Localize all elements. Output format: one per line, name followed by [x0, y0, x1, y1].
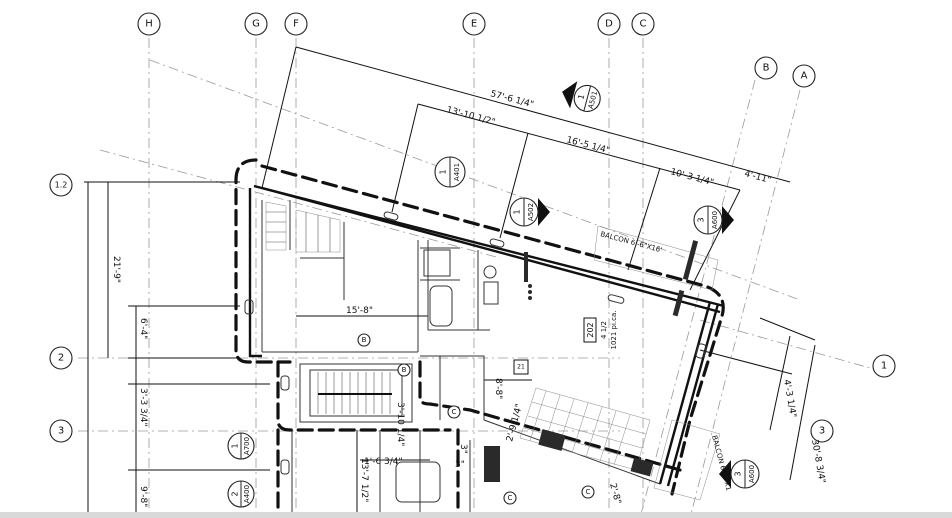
grid-bubble-a: A — [792, 64, 816, 88]
room-tag-c2: C — [503, 491, 517, 505]
svg-text:3: 3 — [734, 471, 743, 476]
grid-bubble-3-right: 3 — [810, 419, 834, 443]
grid-bubble-3: 3 — [49, 419, 73, 443]
svg-text:3: 3 — [819, 426, 825, 437]
grid-bubble-h: H — [137, 12, 161, 36]
section-callout-a502: 1 A502 — [509, 197, 550, 227]
grid-bubble-1-2: 1.2 — [49, 173, 73, 197]
dim-left-b: 3'-3 3/4" — [138, 388, 148, 427]
dim-left-c: 9'-8" — [138, 486, 148, 507]
grid-bubble-e: E — [462, 12, 486, 36]
grid-bubble-c: C — [631, 12, 655, 36]
svg-text:A: A — [801, 71, 808, 82]
svg-text:1: 1 — [881, 361, 887, 372]
grid-bubble-g: G — [244, 12, 268, 36]
dim-corridor-a: 13'-7 1/2" — [359, 458, 369, 502]
svg-text:1: 1 — [439, 169, 448, 174]
svg-text:C: C — [640, 19, 647, 30]
svg-text:A502: A502 — [527, 203, 535, 221]
wardrobe-hatching — [265, 201, 341, 253]
dim-corridor-d: 3" — [455, 460, 465, 470]
room-tag-c: C — [447, 405, 461, 419]
section-callout-a501: 1 A501 — [562, 81, 601, 112]
dim-overall-top: 57'-6 1/4" — [489, 89, 534, 110]
dim-corridor-c: 3" — [458, 444, 468, 454]
walls — [248, 184, 725, 518]
svg-text:2: 2 — [231, 491, 240, 496]
svg-text:G: G — [252, 19, 260, 30]
dim-top-b: 16'-5 1/4" — [565, 135, 610, 156]
grid-bubble-f: F — [284, 12, 308, 36]
grid-bubble-2: 2 — [49, 346, 73, 370]
unit-area: 1021 pi.ca. — [610, 310, 618, 349]
grid-bubble-d: D — [597, 12, 621, 36]
dim-left-a: 6'-4" — [138, 318, 148, 339]
stair-treads — [317, 372, 392, 414]
dim-right-a: 4'-3 1/4" — [781, 379, 798, 419]
dim-top-a: 13'-10 1/2" — [445, 105, 496, 128]
svg-text:2: 2 — [58, 353, 64, 364]
dim-stair-a: 8'-8" — [493, 378, 503, 399]
svg-text:F: F — [293, 19, 299, 30]
grid-bubble-1-right: 1 — [872, 354, 896, 378]
svg-text:A400: A400 — [243, 485, 251, 503]
dim-room-width: 15'-8" — [346, 306, 373, 316]
unit-number: 202 — [586, 322, 595, 337]
svg-text:1.2: 1.2 — [55, 181, 68, 190]
svg-text:A700: A700 — [243, 437, 251, 455]
section-callouts: 1 A501 1 A401 1 A502 3 A600 3 — [227, 81, 760, 508]
svg-text:A401: A401 — [453, 163, 461, 181]
section-callout-a400: 2 A400 — [227, 480, 255, 508]
svg-text:21: 21 — [517, 364, 525, 371]
svg-text:3: 3 — [697, 217, 706, 222]
svg-text:C: C — [586, 488, 591, 496]
dim-corridor-b: 1'-6 3/4" — [364, 457, 403, 467]
unit-type: 4 1/2 — [600, 321, 608, 339]
svg-text:1: 1 — [231, 443, 240, 448]
section-callout-a600-bottom: 3 A600 — [719, 459, 760, 489]
svg-text:E: E — [471, 19, 477, 30]
dim-top-c: 10'-3 1/4" — [669, 167, 714, 188]
dim-right-b: 30'-8 3/4" — [809, 439, 827, 484]
svg-text:H: H — [145, 19, 153, 30]
dark-elements — [484, 240, 699, 482]
scroll-strip — [0, 512, 952, 518]
unit-label: 202 4 1/2 1021 pi.ca. — [583, 310, 618, 350]
grid-bubbles: H G F E D C B A — [49, 12, 896, 443]
svg-text:B: B — [763, 63, 770, 74]
svg-text:3: 3 — [58, 426, 64, 437]
unit-boundary — [234, 158, 725, 518]
small-box-tag: 21 — [513, 359, 529, 375]
dim-top-d: 4'-11" — [743, 169, 772, 186]
section-callout-a700: 1 A700 — [227, 432, 255, 460]
svg-text:A600: A600 — [711, 211, 719, 229]
windows — [244, 211, 707, 475]
dim-stair-small: 3'-10 1/4" — [395, 402, 405, 446]
room-tag-b: B — [357, 333, 371, 347]
svg-text:B: B — [402, 366, 407, 374]
svg-text:B: B — [362, 336, 367, 344]
bathroom-fixtures — [395, 249, 499, 503]
svg-text:C: C — [508, 494, 513, 502]
dim-left-tall: 21'-9" — [111, 256, 121, 283]
grid-bubble-b: B — [754, 56, 778, 80]
svg-text:1: 1 — [576, 93, 586, 100]
room-tag-b2: B — [397, 363, 411, 377]
grid-lines — [78, 38, 871, 518]
section-callout-a600-top: 3 A600 — [693, 205, 734, 235]
svg-text:A600: A600 — [748, 465, 756, 483]
room-tag-c3: C — [581, 485, 595, 499]
svg-text:C: C — [452, 408, 457, 416]
section-callout-a401: 1 A401 — [434, 156, 466, 188]
svg-text:D: D — [605, 19, 613, 30]
svg-text:1: 1 — [513, 209, 522, 214]
balcony-hatching — [593, 225, 721, 501]
